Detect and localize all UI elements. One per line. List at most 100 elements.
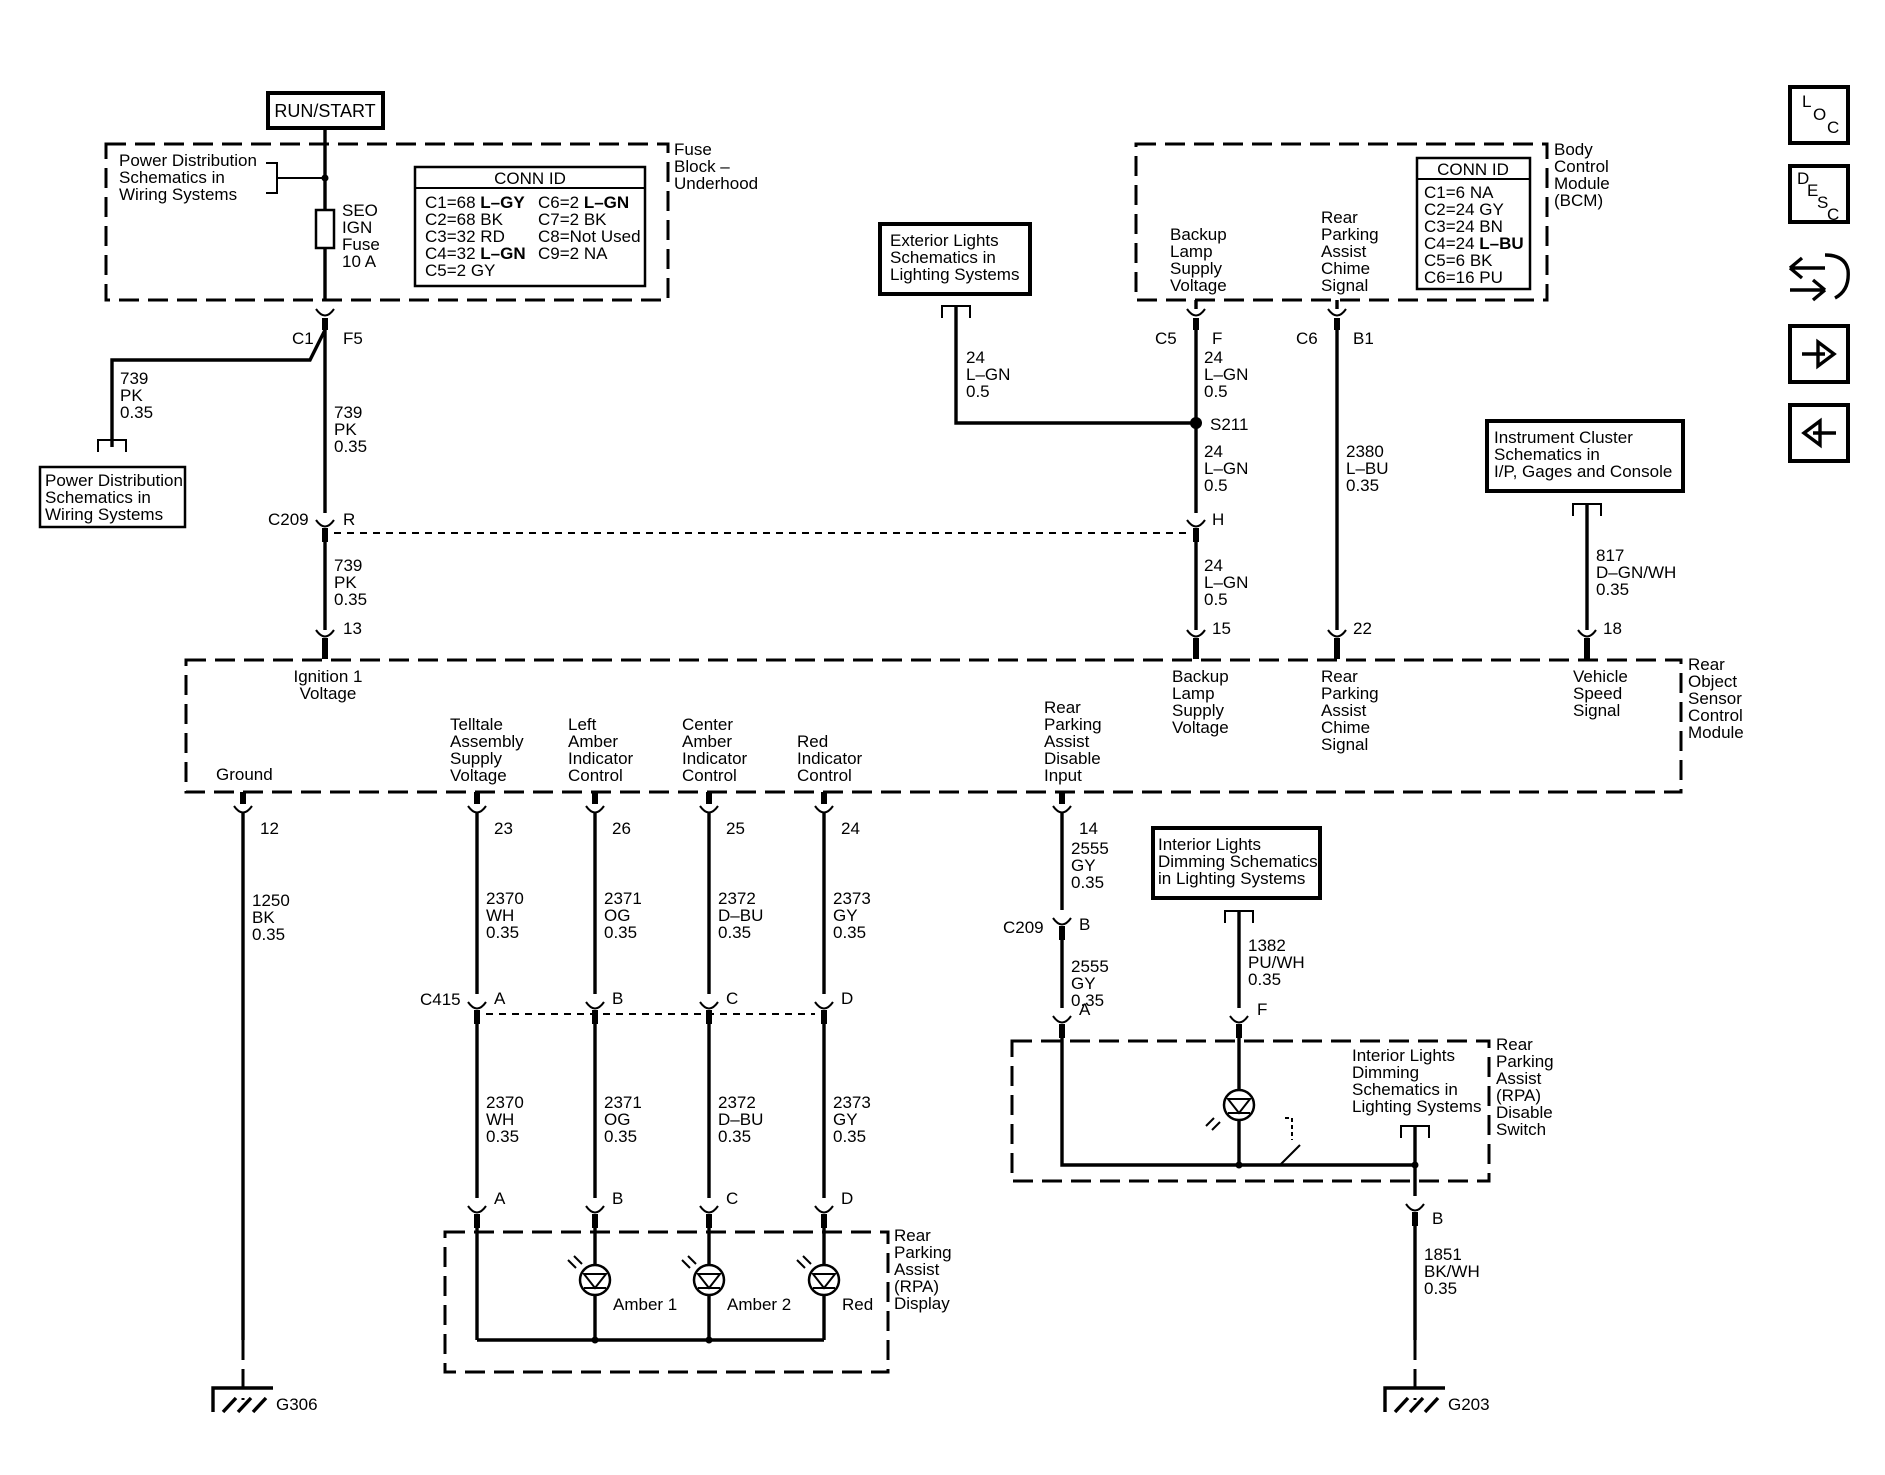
svg-text:Disable: Disable xyxy=(1496,1103,1553,1122)
svg-text:PK: PK xyxy=(334,573,357,592)
svg-text:F: F xyxy=(1212,329,1222,348)
svg-text:0.5: 0.5 xyxy=(966,382,990,401)
previous-arrow-button[interactable] xyxy=(1788,403,1850,463)
seo-ign-fuse xyxy=(314,208,336,250)
module-left-amber-label: Left Amber Indicator Control xyxy=(568,715,634,785)
splice-s211-label: S211 xyxy=(1210,415,1248,434)
module-pin-15: 15 xyxy=(1186,619,1231,659)
svg-text:(RPA): (RPA) xyxy=(894,1277,939,1296)
svg-text:1851: 1851 xyxy=(1424,1245,1462,1264)
svg-text:BK: BK xyxy=(252,908,275,927)
desc-button[interactable]: D E S C xyxy=(1788,164,1850,224)
svg-text:Supply: Supply xyxy=(1170,259,1222,278)
svg-text:WH: WH xyxy=(486,1110,514,1129)
svg-text:Switch: Switch xyxy=(1496,1120,1546,1139)
svg-text:L–GN: L–GN xyxy=(1204,573,1248,592)
svg-text:1382: 1382 xyxy=(1248,936,1286,955)
wire-24-exterior-label: 24 L–GN 0.5 xyxy=(966,348,1010,401)
svg-text:A: A xyxy=(494,1189,506,1208)
svg-text:G306: G306 xyxy=(276,1395,318,1414)
svg-text:Supply: Supply xyxy=(450,749,502,768)
svg-text:C: C xyxy=(726,989,738,1008)
svg-text:0.35: 0.35 xyxy=(120,403,153,422)
module-label: Rear Object Sensor Control Module xyxy=(1688,655,1744,742)
svg-text:2372: 2372 xyxy=(718,1093,756,1112)
fuse-block-boundary xyxy=(104,142,670,302)
svg-text:B: B xyxy=(1432,1209,1443,1228)
svg-text:0.35: 0.35 xyxy=(252,925,285,944)
svg-text:Schematics in: Schematics in xyxy=(890,248,996,267)
svg-text:Speed: Speed xyxy=(1573,684,1622,703)
svg-text:(BCM): (BCM) xyxy=(1554,191,1603,210)
wire-739-label-a: 739 PK 0.35 xyxy=(334,403,367,456)
rpa-switch-label: Rear Parking Assist (RPA) Disable Switch xyxy=(1496,1035,1554,1139)
svg-text:Rear: Rear xyxy=(1321,667,1358,686)
instrument-cluster-reference[interactable]: Instrument Cluster Schematics in I/P, Ga… xyxy=(1485,419,1685,493)
svg-text:Voltage: Voltage xyxy=(1172,718,1229,737)
svg-text:GY: GY xyxy=(833,1110,858,1129)
interior-lights-reference[interactable]: Interior Lights Dimming Schematics in Li… xyxy=(1151,826,1322,900)
svg-text:D–BU: D–BU xyxy=(718,906,763,925)
svg-text:GY: GY xyxy=(1071,856,1096,875)
svg-text:2555: 2555 xyxy=(1071,957,1109,976)
next-arrow-button[interactable] xyxy=(1788,324,1850,384)
svg-text:Display: Display xyxy=(894,1294,950,1313)
loc-button[interactable]: L O C xyxy=(1788,85,1850,145)
svg-text:C415: C415 xyxy=(420,990,461,1009)
svg-text:E: E xyxy=(1807,181,1818,200)
fuse-block-label: Fuse Block – Underhood xyxy=(674,140,758,193)
svg-text:Input: Input xyxy=(1044,766,1082,785)
svg-text:D: D xyxy=(841,989,853,1008)
svg-text:Schematics in: Schematics in xyxy=(119,168,225,187)
svg-text:Left: Left xyxy=(568,715,597,734)
svg-text:C2=24 GY: C2=24 GY xyxy=(1424,200,1504,219)
svg-text:Lamp: Lamp xyxy=(1170,242,1213,261)
ground-g306: G306 xyxy=(211,1386,318,1414)
connector-c415: C415 A B C D xyxy=(420,989,853,1024)
rpa-display-label: Rear Parking Assist (RPA) Display xyxy=(894,1226,952,1313)
svg-text:Signal: Signal xyxy=(1321,276,1368,295)
svg-text:0.35: 0.35 xyxy=(486,923,519,942)
svg-text:C: C xyxy=(1827,118,1839,137)
module-center-amber-label: Center Amber Indicator Control xyxy=(682,715,748,785)
svg-text:26: 26 xyxy=(612,819,631,838)
svg-text:Red: Red xyxy=(797,732,828,751)
module-vss-label: Vehicle Speed Signal xyxy=(1573,667,1628,720)
svg-text:C4=32 L–GN: C4=32 L–GN xyxy=(425,244,526,263)
svg-text:Disable: Disable xyxy=(1044,749,1101,768)
svg-text:10 A: 10 A xyxy=(342,252,377,271)
display-connector-pins: A B C D xyxy=(467,1189,853,1228)
bcm-rpa-chime-label: Rear Parking Assist Chime Signal xyxy=(1321,208,1379,295)
svg-text:F: F xyxy=(1257,1000,1267,1019)
svg-text:L–GN: L–GN xyxy=(1204,365,1248,384)
wire-739-branch-label: 739 PK 0.35 xyxy=(120,369,153,422)
svg-text:Wiring Systems: Wiring Systems xyxy=(119,185,237,204)
svg-text:12: 12 xyxy=(260,819,279,838)
svg-text:C1: C1 xyxy=(292,329,314,348)
svg-text:2371: 2371 xyxy=(604,1093,642,1112)
svg-text:C1=68 L–GY: C1=68 L–GY xyxy=(425,193,525,212)
power-distribution-reference-left[interactable]: Power Distribution Schematics in Wiring … xyxy=(38,465,187,529)
connector-tools-icon[interactable] xyxy=(1788,253,1850,302)
svg-text:Instrument Cluster: Instrument Cluster xyxy=(1494,428,1633,447)
svg-text:Indicator: Indicator xyxy=(797,749,863,768)
svg-text:Control: Control xyxy=(1688,706,1743,725)
svg-text:24: 24 xyxy=(1204,348,1223,367)
bcm-backup-lamp-label: Backup Lamp Supply Voltage xyxy=(1170,225,1227,295)
svg-text:Interior Lights: Interior Lights xyxy=(1158,835,1261,854)
svg-text:Lamp: Lamp xyxy=(1172,684,1215,703)
module-red-indicator-label: Red Indicator Control xyxy=(797,732,863,785)
svg-text:C3=24 BN: C3=24 BN xyxy=(1424,217,1503,236)
svg-text:C3=32 RD: C3=32 RD xyxy=(425,227,505,246)
connector-c6-b1: C6 B1 xyxy=(1296,308,1374,348)
svg-text:Vehicle: Vehicle xyxy=(1573,667,1628,686)
wire-1851-label: 1851 BK/WH 0.35 xyxy=(1424,1245,1480,1298)
svg-text:BK/WH: BK/WH xyxy=(1424,1262,1480,1281)
svg-text:0.5: 0.5 xyxy=(1204,382,1228,401)
svg-text:0.5: 0.5 xyxy=(1204,476,1228,495)
svg-text:Assist: Assist xyxy=(1044,732,1090,751)
switch-pin-a: A xyxy=(1052,1000,1091,1038)
exterior-lights-reference[interactable]: Exterior Lights Schematics in Lighting S… xyxy=(878,222,1032,296)
